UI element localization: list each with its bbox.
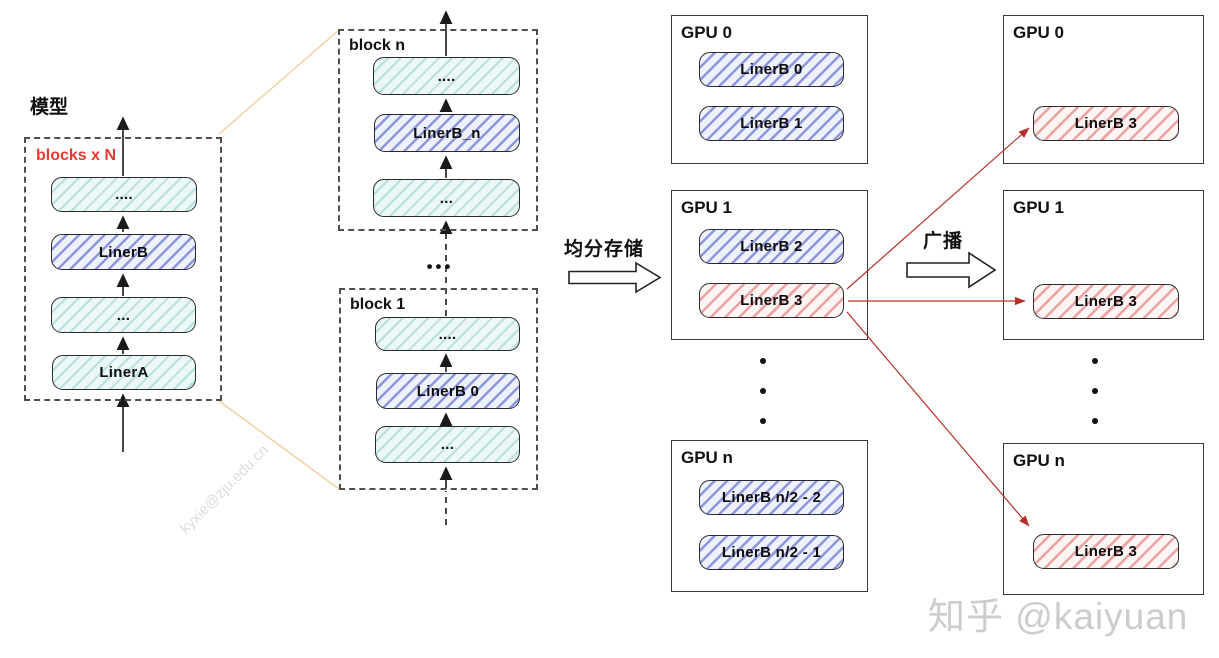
broadcast-gpu-0: GPU 0 LinerB 3	[1003, 15, 1204, 164]
blocks-count-label: blocks x N	[36, 147, 117, 164]
storage-vertical-ellipsis	[760, 358, 766, 424]
storage-gpu-0-label: GPU 0	[681, 23, 733, 42]
storage-gpu-n-label: GPU n	[681, 448, 733, 467]
storage-gpu-1-item-1: LinerB 3	[699, 283, 844, 318]
broadcast-arrow-to-gpun	[846, 311, 1030, 527]
connector-top	[218, 29, 340, 135]
split-flow-label: 均分存储	[564, 239, 645, 260]
storage-gpu-0-item-1: LinerB 1	[699, 106, 844, 141]
model-layer-linerb: LinerB	[51, 234, 196, 270]
model-layer-dots-mid: ...	[51, 297, 196, 333]
block-1-container: block 1	[339, 288, 538, 490]
broadcast-gpu-1-item: LinerB 3	[1033, 284, 1179, 319]
block-1-layer-dots2: ...	[375, 426, 520, 463]
broadcast-vertical-ellipsis	[1092, 358, 1098, 424]
ellipsis-dot	[760, 418, 766, 424]
storage-gpu-n: GPU n LinerB n/2 - 2 LinerB n/2 - 1	[671, 440, 868, 592]
block-1-layer-linerb0: LinerB 0	[376, 373, 520, 409]
storage-gpu-n-item-1: LinerB n/2 - 1	[699, 535, 844, 570]
storage-gpu-1-item-0: LinerB 2	[699, 229, 844, 264]
ellipsis-dot	[1092, 358, 1098, 364]
broadcast-flow-label: 广播	[923, 231, 964, 252]
storage-gpu-n-item-0: LinerB n/2 - 2	[699, 480, 844, 515]
block-n-label: block n	[349, 37, 406, 54]
email-watermark: kyxie@zju.edu.cn	[176, 441, 273, 538]
ellipsis-dot	[1092, 388, 1098, 394]
model-blocks-container: blocks x N	[24, 137, 222, 401]
blocks-ellipsis: •••	[426, 257, 454, 276]
block-n-layer-linerb: LinerB_n	[374, 114, 520, 152]
broadcast-gpu-0-label: GPU 0	[1013, 23, 1065, 42]
block-n-layer-dots2: ...	[373, 179, 520, 217]
model-layer-linera: LinerA	[52, 355, 196, 390]
broadcast-gpu-0-item: LinerB 3	[1033, 106, 1179, 141]
model-layer-dots-top: ....	[51, 177, 197, 212]
broadcast-gpu-n-label: GPU n	[1013, 451, 1065, 470]
zoom-connector-lines	[218, 29, 340, 490]
ellipsis-dot	[760, 388, 766, 394]
block-n-container: block n	[338, 29, 538, 231]
block-1-label: block 1	[350, 296, 406, 313]
block-n-layer-dots: ....	[373, 57, 520, 95]
ellipsis-dot	[1092, 418, 1098, 424]
ellipsis-dot	[760, 358, 766, 364]
split-flow-arrow	[568, 261, 662, 294]
model-title: 模型	[30, 97, 69, 118]
broadcast-arrow-to-gpu0	[846, 127, 1030, 290]
author-watermark: 知乎 @kaiyuan	[928, 596, 1189, 637]
storage-gpu-1: GPU 1 LinerB 2 LinerB 3	[671, 190, 868, 340]
storage-gpu-0: GPU 0 LinerB 0 LinerB 1	[671, 15, 868, 164]
broadcast-flow-arrow	[906, 251, 997, 289]
broadcast-gpu-n: GPU n LinerB 3	[1003, 443, 1204, 595]
storage-gpu-1-label: GPU 1	[681, 198, 733, 217]
broadcast-gpu-n-item: LinerB 3	[1033, 534, 1179, 569]
storage-gpu-0-item-0: LinerB 0	[699, 52, 844, 87]
block-1-layer-dots: ....	[375, 317, 520, 351]
broadcast-gpu-1-label: GPU 1	[1013, 198, 1065, 217]
broadcast-gpu-1: GPU 1 LinerB 3	[1003, 190, 1204, 340]
